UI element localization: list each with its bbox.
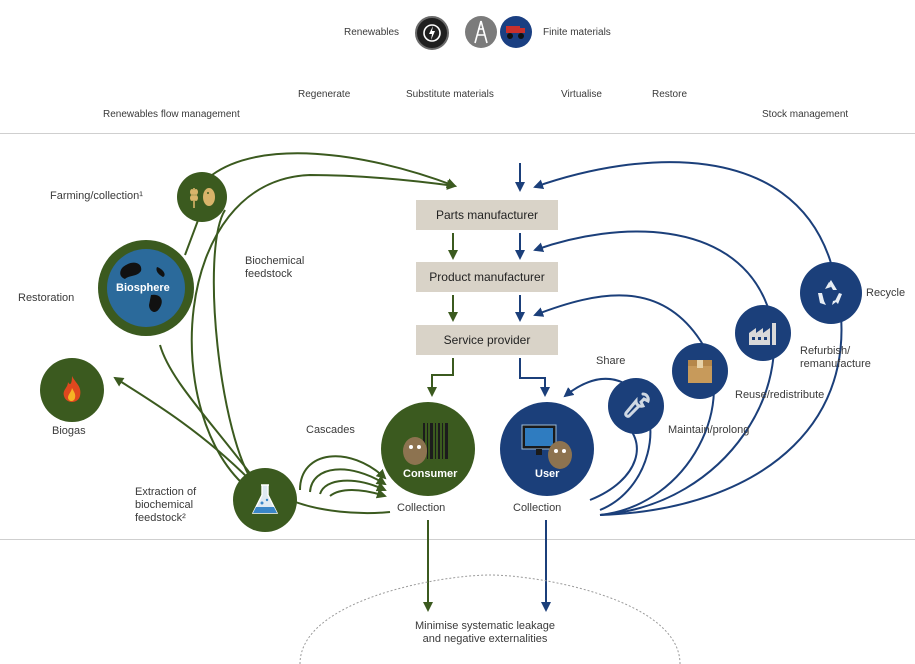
renewables-label: Renewables xyxy=(344,27,400,38)
product-manufacturer-box: Product manufacturer xyxy=(416,262,558,292)
collection-left-label: Collection xyxy=(397,502,446,514)
extraction-node xyxy=(233,468,297,532)
user-node: User xyxy=(500,402,594,496)
globe-icon xyxy=(107,249,185,327)
wheat-fish-icon xyxy=(190,188,215,208)
virtualise-label: Virtualise xyxy=(561,89,602,100)
recycle-label: Recycle xyxy=(866,287,906,299)
recycle-node xyxy=(800,262,862,324)
maintain-node xyxy=(608,378,664,434)
refurbish-node xyxy=(735,305,791,361)
biogas-node xyxy=(40,358,104,422)
computer-person-icon xyxy=(521,424,572,469)
user-label: User xyxy=(535,468,560,480)
oil-rig-icon xyxy=(465,16,497,48)
cascades-label: Cascades xyxy=(306,424,355,436)
recycle-icon xyxy=(818,280,842,305)
biosphere-node: Biosphere xyxy=(98,240,194,336)
factory-icon xyxy=(749,323,776,345)
flask-icon xyxy=(251,484,279,514)
parts-manufacturer-box: Parts manufacturer xyxy=(416,200,558,230)
biogas-label: Biogas xyxy=(52,425,86,437)
bottom-divider xyxy=(0,539,915,540)
restoration-label: Restoration xyxy=(18,292,75,304)
wrench-icon xyxy=(624,392,650,418)
renewables-flow-label: Renewables flow management xyxy=(103,109,240,120)
finite-materials-label: Finite materials xyxy=(543,27,611,38)
farming-node xyxy=(177,172,227,222)
top-divider xyxy=(0,133,915,134)
collection-right-label: Collection xyxy=(513,502,562,514)
substitute-label: Substitute materials xyxy=(406,89,494,100)
biosphere-label: Biosphere xyxy=(116,282,170,294)
consumer-label: Consumer xyxy=(403,468,458,480)
reuse-node xyxy=(672,343,728,399)
consumer-node: Consumer xyxy=(381,402,475,496)
biochemical-feedstock-label: Biochemical feedstock xyxy=(245,255,305,280)
mining-truck-icon xyxy=(500,16,532,48)
regenerate-label: Regenerate xyxy=(298,89,351,100)
restore-label: Restore xyxy=(652,89,688,100)
stock-management-label: Stock management xyxy=(762,109,849,120)
lightning-icon xyxy=(415,16,449,50)
barcode-person-icon xyxy=(403,423,448,465)
leakage-label: Minimise systematic leakage and negative… xyxy=(415,620,555,645)
flame-icon xyxy=(63,376,81,402)
service-provider-box: Service provider xyxy=(416,325,558,355)
farming-label: Farming/collection¹ xyxy=(50,190,143,202)
extraction-label: Extraction of biochemical feedstock² xyxy=(135,486,197,524)
box-icon xyxy=(688,360,712,383)
refurbish-label: Refurbish/ remanufacture xyxy=(800,345,871,370)
maintain-label: Maintain/prolong xyxy=(668,424,750,436)
share-label: Share xyxy=(596,355,626,367)
reuse-label: Reuse/redistribute xyxy=(735,389,825,401)
